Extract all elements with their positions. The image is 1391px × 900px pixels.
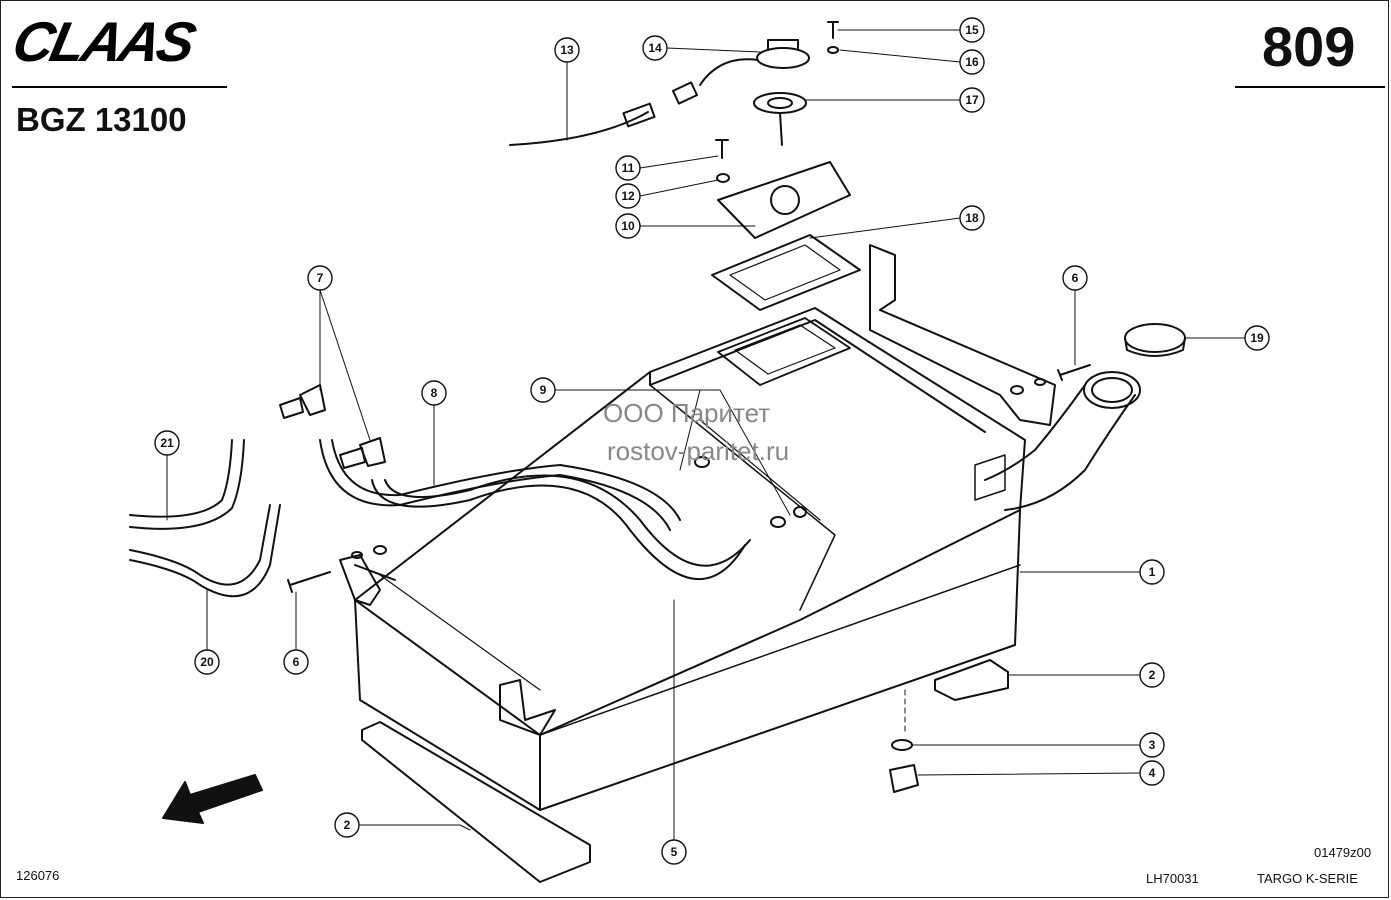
callout-circle-7: [307, 265, 333, 291]
callout-14: 14: [648, 41, 662, 55]
callout-circle-19: [1244, 325, 1270, 351]
mounting-bracket-rear: [869, 244, 1056, 426]
callout-circle-8: [421, 380, 447, 406]
callout-circle-20: [194, 649, 220, 675]
arrow-icon: [162, 774, 263, 824]
sensor-cap: [509, 39, 810, 146]
callout-20: 20: [200, 655, 214, 669]
callout-2-rear: 2: [1149, 668, 1156, 682]
callout-17: 17: [965, 93, 979, 107]
callout-circle-9: [530, 377, 556, 403]
filler-cap: [1124, 323, 1186, 357]
logo-underline: [12, 86, 227, 88]
callout-3: 3: [1149, 738, 1156, 752]
callout-6-right: 6: [1072, 271, 1079, 285]
callouts: [154, 17, 1270, 865]
bolt-right: [1010, 364, 1091, 395]
leader-lines: [166, 29, 1246, 841]
callout-circle-16: [959, 49, 985, 75]
small-screw: [827, 21, 839, 54]
callout-circle-11: [615, 155, 641, 181]
callout-circle-4: [1139, 760, 1165, 786]
callout-5: 5: [671, 845, 678, 859]
adapter-fittings: [694, 456, 807, 528]
drain-plug: [889, 689, 919, 793]
gasket: [711, 234, 861, 311]
callout-circle-14: [642, 35, 668, 61]
callout-circle-1: [1139, 559, 1165, 585]
callout-circle-6-left: [283, 649, 309, 675]
callout-circle-13: [554, 37, 580, 63]
watermark-company: ООО Паритет: [603, 398, 771, 428]
callout-circle-3: [1139, 732, 1165, 758]
elbow-fitting: [279, 384, 386, 469]
callout-circle-15: [959, 17, 985, 43]
cover-plate: [717, 161, 851, 239]
callout-circle-10: [615, 213, 641, 239]
callout-11: 11: [622, 161, 635, 175]
callout-2-front: 2: [344, 818, 351, 832]
page-number: 809: [1262, 15, 1356, 78]
callout-21: 21: [160, 436, 174, 450]
series-name: TARGO K-SERIE: [1257, 871, 1358, 886]
callout-circle-5: [661, 839, 687, 865]
callout-9: 9: [540, 383, 547, 397]
callout-13: 13: [560, 43, 574, 57]
rubber-pad-front: [361, 721, 591, 883]
callout-19: 19: [1250, 331, 1264, 345]
hose-21: [129, 439, 245, 530]
callout-16: 16: [965, 55, 979, 69]
callout-circle-2-rear: [1139, 662, 1165, 688]
callout-circle-18: [959, 205, 985, 231]
callout-circle-6-right: [1062, 265, 1088, 291]
callout-4: 4: [1149, 766, 1156, 780]
filler-neck: [984, 371, 1141, 511]
page-number-underline: [1235, 86, 1385, 88]
callout-8: 8: [431, 386, 438, 400]
callout-circle-12: [615, 183, 641, 209]
callout-7: 7: [317, 271, 324, 285]
hose-line-8: [319, 439, 681, 531]
callout-12: 12: [621, 189, 635, 203]
hose-line-5: [371, 474, 751, 580]
rubber-pad-rear: [934, 659, 1009, 701]
drawing-code: 01479z00: [1314, 845, 1372, 860]
callout-circle-21: [154, 430, 180, 456]
watermark-site: rostov-paritet.ru: [607, 436, 790, 466]
callout-10: 10: [621, 219, 635, 233]
mounting-bracket-front: [499, 679, 556, 736]
bolt-small: [715, 139, 730, 183]
doc-number: 126076: [16, 868, 60, 883]
callout-circle-17: [959, 87, 985, 113]
part-code: LH70031: [1146, 871, 1199, 886]
callout-1: 1: [1149, 565, 1156, 579]
model-title: BGZ 13100: [16, 101, 187, 138]
callout-circle-2-front: [334, 812, 360, 838]
callout-6-left: 6: [293, 655, 300, 669]
hose-20: [129, 504, 281, 598]
callout-15: 15: [965, 23, 979, 37]
bolt-left: [287, 545, 387, 593]
level-sensor: [753, 92, 807, 146]
callout-18: 18: [965, 211, 979, 225]
fuel-tank: [354, 307, 1026, 811]
mounting-bracket-left: [339, 554, 396, 606]
